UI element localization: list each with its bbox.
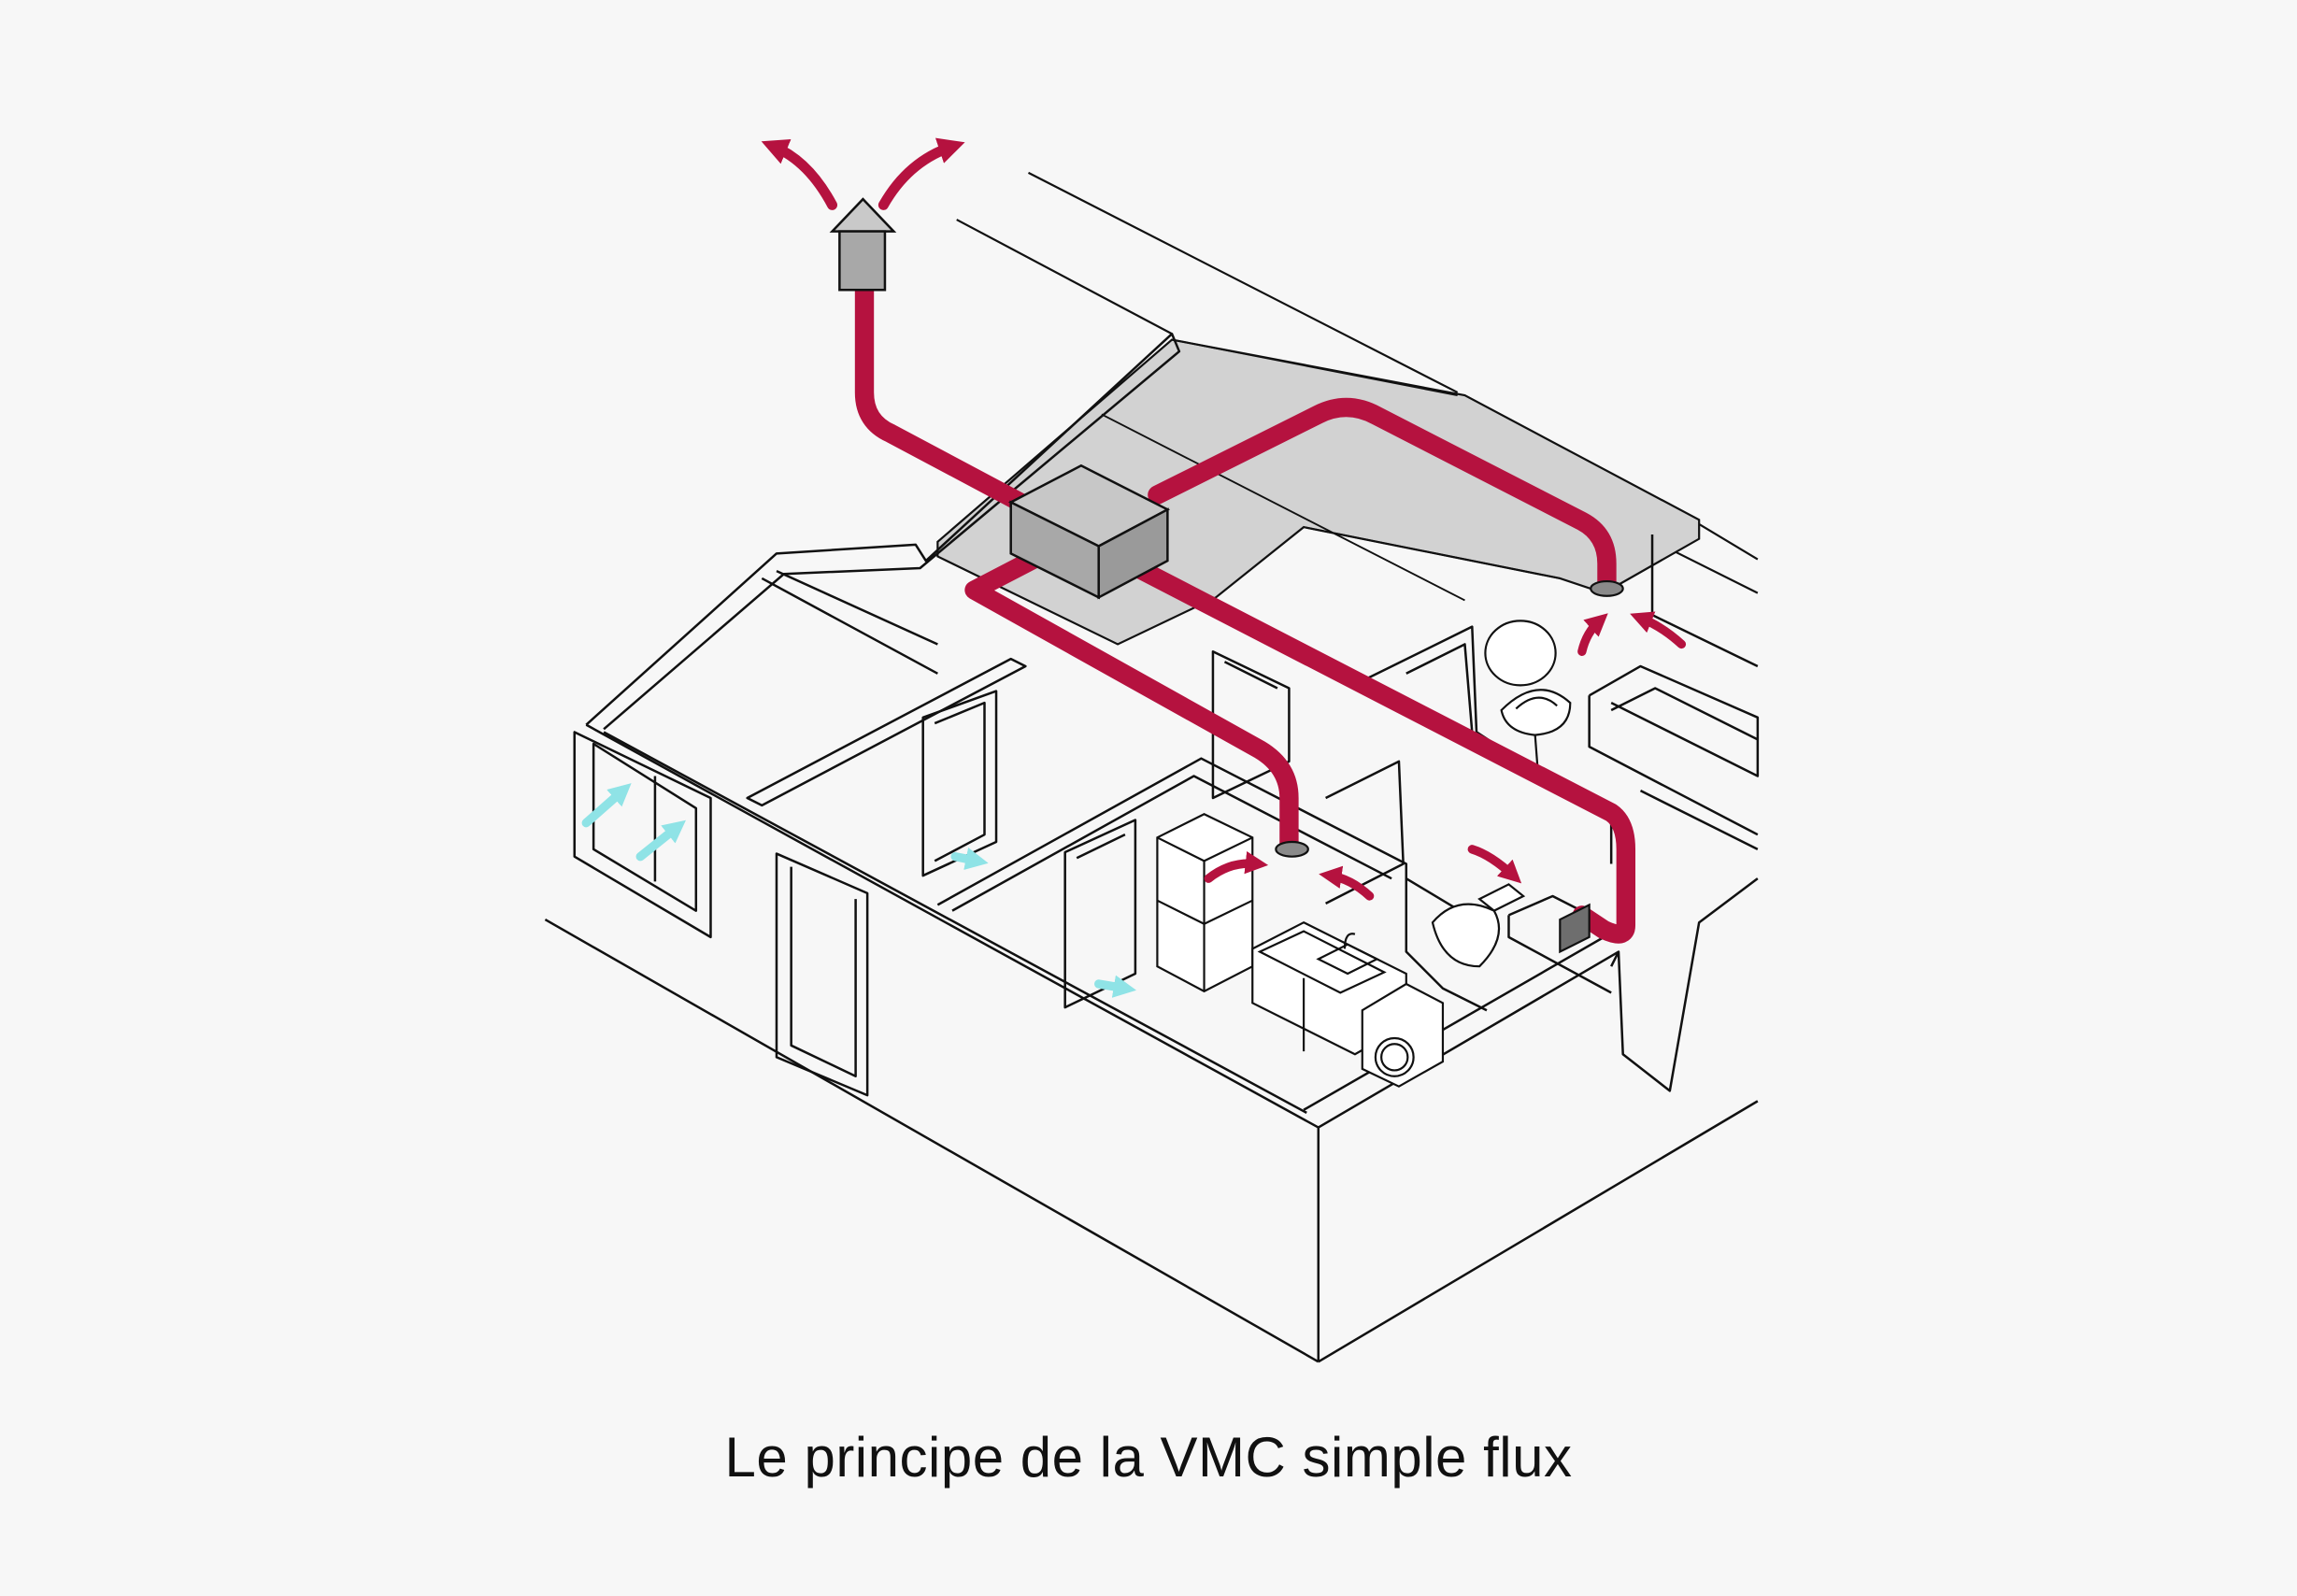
bathroom-duct: [1111, 549, 1636, 944]
exhaust-duct: [854, 280, 1035, 515]
vmc-unit: [1007, 463, 1171, 600]
wc-duct: [1148, 397, 1617, 592]
roof-outlet-icon: [829, 197, 897, 292]
duct-network: [854, 280, 1636, 944]
extraction-vent-icon: [1275, 579, 1624, 954]
fresh-air-arrow-icon: [581, 783, 1136, 998]
kitchen-duct: [964, 540, 1299, 855]
kitchen-units: [1156, 813, 1445, 1088]
exhaust-arrow-icon: [761, 137, 965, 210]
bathroom-fixtures: [1431, 620, 1572, 968]
diagram-caption: Le principe de la VMC simple flux: [724, 1426, 1573, 1489]
intake-arrow-icon: [1204, 611, 1687, 901]
